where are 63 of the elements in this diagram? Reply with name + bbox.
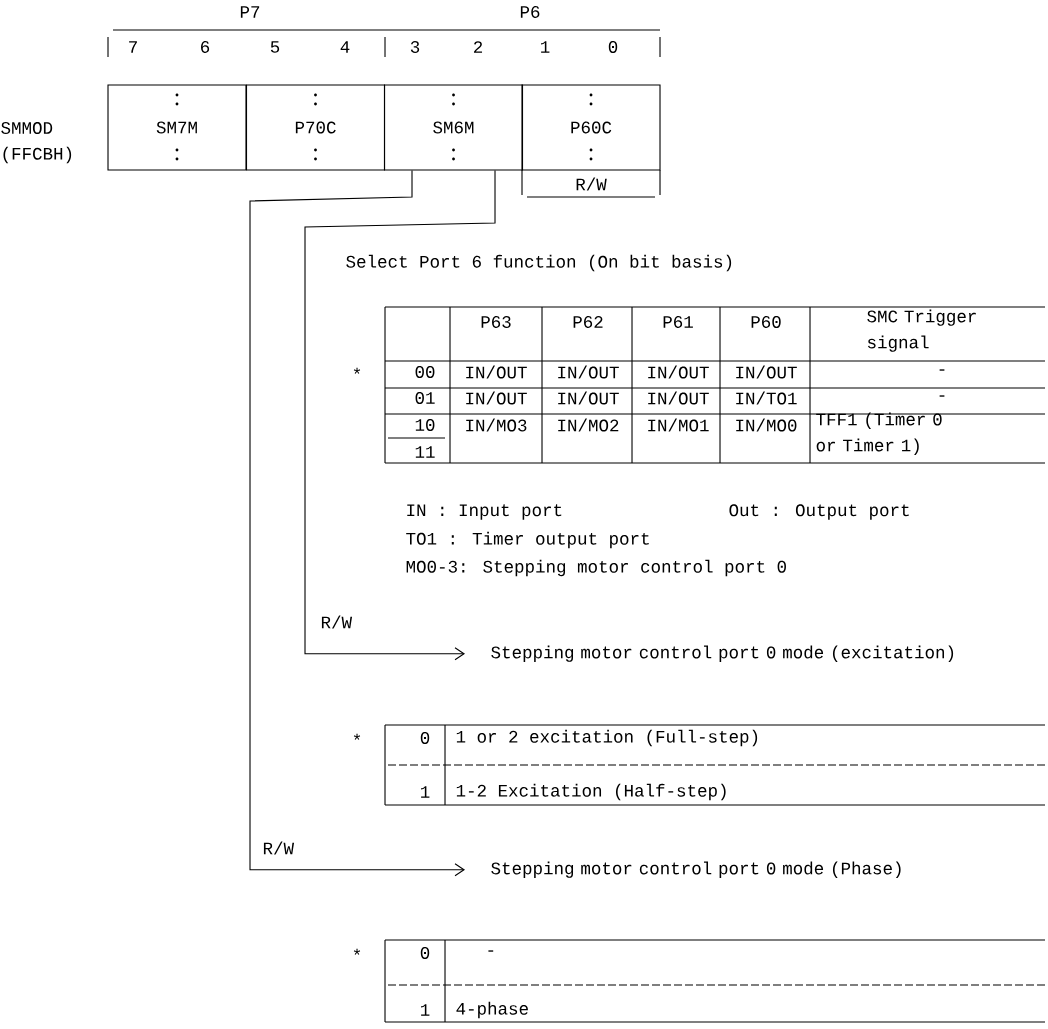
- table-cell: IN/OUT: [558, 391, 619, 405]
- table-cell: 10: [415, 419, 435, 431]
- column-header: P62: [573, 316, 603, 328]
- table-cell: 4-phase: [456, 1001, 528, 1019]
- bit-number: 3: [410, 41, 420, 53]
- column-header: P61: [663, 316, 693, 328]
- edge-label: R/W: [263, 841, 295, 855]
- register-field: P60C: [521, 84, 661, 171]
- column-header: SMC Trigger signal: [867, 309, 976, 352]
- register-name: SMMOD: [1, 122, 53, 134]
- bit-number: 4: [340, 41, 350, 53]
- table-cell: 01: [415, 392, 435, 404]
- table-cell: TFF1 (Timer 0 or Timer 1): [816, 412, 942, 455]
- table-cell: IN/MO2: [558, 418, 619, 432]
- note-text: Out : Output port: [729, 504, 909, 520]
- port-label: P6: [520, 6, 540, 18]
- bit-number: 2: [474, 41, 483, 53]
- access-label: R/W: [576, 177, 607, 191]
- table-cell: 00: [415, 366, 435, 378]
- asterisk: *: [353, 733, 361, 740]
- register-field: P70C: [245, 84, 386, 171]
- table-cell: IN/OUT: [558, 365, 619, 379]
- table-cell: 0: [420, 732, 430, 744]
- column-header: P60: [751, 316, 781, 328]
- register-field: SM6M: [383, 84, 524, 171]
- bit-number: 0: [608, 41, 618, 53]
- table-cell: IN/TO1: [736, 391, 797, 405]
- port-label: P7: [240, 6, 260, 18]
- table-cell: IN/OUT: [648, 391, 709, 405]
- table-cell: IN/MO3: [466, 418, 527, 432]
- table-cell: IN/OUT: [466, 365, 527, 379]
- connector-arrow: [304, 170, 496, 661]
- bit-number: 5: [270, 41, 280, 53]
- connector-arrow: [249, 170, 465, 877]
- table-cell: 11: [415, 446, 435, 458]
- table-cell: IN/MO0: [736, 418, 797, 432]
- asterisk: *: [353, 367, 361, 374]
- bit-number: 1: [541, 41, 550, 53]
- table-cell: IN/OUT: [736, 365, 797, 379]
- asterisk: *: [353, 948, 361, 955]
- note-text: TO1 : Timer output port: [406, 531, 649, 549]
- register-address: (FFCBH): [3, 146, 72, 164]
- table-cell: IN/OUT: [466, 391, 527, 405]
- note-text: IN : Input port: [407, 504, 562, 520]
- table-cell: 0: [420, 947, 430, 959]
- description-text: Stepping motor control port 0 mode (Phase): [491, 861, 901, 878]
- table-cell: 1: [421, 786, 430, 798]
- table-cell: 1 or 2 excitation (Full-step): [456, 729, 758, 747]
- bit-number: 7: [129, 41, 137, 53]
- table-cell: -: [939, 369, 945, 371]
- edge-label: R/W: [321, 615, 353, 629]
- table-cell: -: [939, 395, 945, 397]
- register-field: SM7M: [107, 84, 247, 171]
- note-text: MO0-3: Stepping motor control port 0: [406, 559, 786, 577]
- description-text: Stepping motor control port 0 mode (excitation): [491, 645, 954, 662]
- table-cell: IN/MO1: [648, 418, 709, 432]
- table-cell: 1: [421, 1004, 430, 1016]
- table-cell: -: [488, 950, 494, 952]
- heading-text: Select Port 6 function (On bit basis): [346, 254, 732, 272]
- column-header: P63: [481, 316, 511, 328]
- table-cell: IN/OUT: [648, 365, 709, 379]
- table-cell: 1-2 Excitation (Half-step): [456, 783, 726, 801]
- bit-number: 6: [201, 41, 210, 53]
